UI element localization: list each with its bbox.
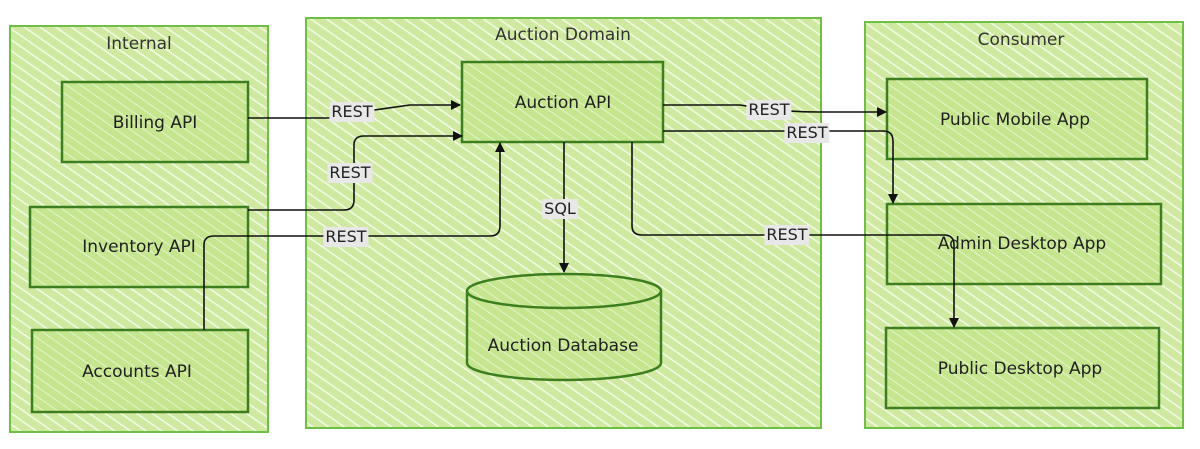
edge-label-mobile: REST — [746, 100, 792, 120]
node-accounts-api[interactable] — [30, 328, 250, 414]
edge-label-inventory: REST — [327, 163, 373, 183]
label-public-mobile-app: Public Mobile App — [939, 110, 1091, 130]
node-billing-api[interactable] — [60, 80, 250, 164]
node-auction-database[interactable] — [465, 272, 663, 382]
label-admin-desktop-app: Admin Desktop App — [937, 234, 1107, 254]
label-billing-api: Billing API — [112, 113, 198, 133]
edge-label-billing: REST — [329, 102, 375, 122]
label-auction-api: Auction API — [514, 93, 612, 113]
node-auction-api[interactable] — [460, 60, 665, 144]
edge-label-accounts: REST — [323, 227, 369, 247]
node-admin-desktop-app[interactable] — [885, 202, 1163, 286]
node-public-desktop-app[interactable] — [884, 326, 1161, 410]
edge-auction-to-admin — [663, 130, 898, 204]
group-title-internal: Internal — [106, 34, 172, 54]
node-public-mobile-app[interactable] — [885, 77, 1149, 161]
edge-label-desktop: REST — [764, 225, 810, 245]
group-title-auction-domain: Auction Domain — [495, 25, 631, 45]
label-auction-database: Auction Database — [487, 336, 639, 356]
edge-label-sql: SQL — [542, 199, 578, 219]
node-inventory-api[interactable] — [28, 205, 250, 289]
label-accounts-api: Accounts API — [82, 362, 192, 382]
group-title-consumer: Consumer — [977, 30, 1065, 50]
label-public-desktop-app: Public Desktop App — [937, 359, 1103, 379]
edge-label-admin: REST — [784, 123, 830, 143]
label-inventory-api: Inventory API — [82, 237, 196, 257]
